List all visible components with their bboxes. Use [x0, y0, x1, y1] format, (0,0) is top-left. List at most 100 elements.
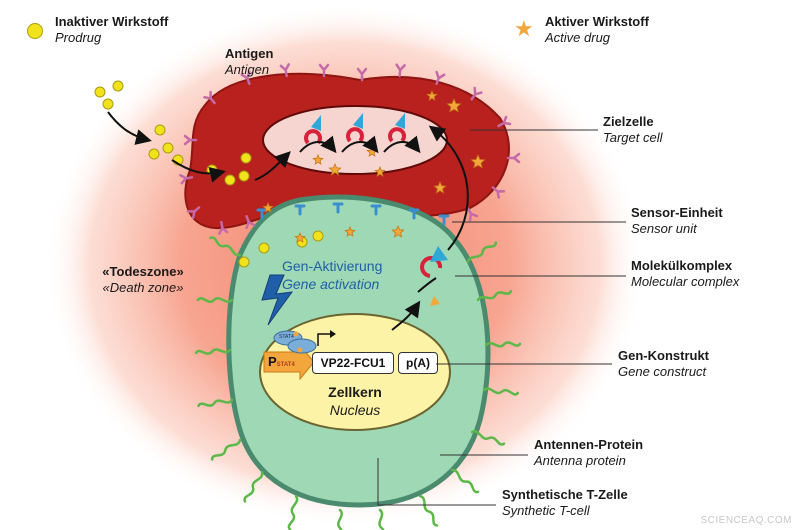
stat4-tag: STAT4 [279, 334, 294, 340]
antigen-receptor [318, 63, 330, 78]
prodrug-dot [224, 174, 236, 186]
label-synthetic-tcell: Synthetische T-Zelle Synthetic T-cell [502, 487, 628, 520]
active-drug-star [391, 224, 405, 238]
active-drug-star [426, 89, 438, 101]
sensor-units [256, 202, 450, 226]
antenna-protein [209, 236, 242, 257]
antigen-receptor [506, 152, 521, 164]
antigen-receptor [245, 214, 256, 230]
active-drug-star [374, 165, 386, 177]
transcription-start-icon [317, 333, 332, 346]
label-antenna-protein-de: Antennen-Protein [534, 437, 644, 452]
antenna-protein [337, 508, 343, 530]
antenna-protein [210, 438, 242, 461]
gene-label: VP22-FCU1 [320, 356, 386, 370]
label-antenna-protein-en: Antenna protein [534, 453, 626, 469]
antenna-protein [287, 494, 299, 530]
antigen-receptor [395, 63, 406, 78]
label-gene-construct-de: Gen-Konstrukt [618, 348, 709, 363]
label-antigen-en: Antigen [225, 62, 270, 78]
antigen-receptor [218, 220, 229, 235]
sensor-unit [438, 214, 450, 226]
molecular-complexes [304, 113, 406, 145]
antenna-protein [243, 470, 264, 503]
active-drug-star [470, 153, 486, 169]
label-gene-construct: Gen-Konstrukt Gene construct [618, 348, 709, 381]
legend-prodrug-icon [27, 23, 43, 39]
antigen-receptor [356, 67, 368, 82]
sensor-unit [370, 204, 382, 216]
active-drug-particles [262, 89, 486, 243]
legend-active-en: Active drug [545, 30, 611, 46]
stat4-text: STAT4 [279, 334, 294, 340]
target-cell-interior [262, 105, 448, 175]
polya-box: p(A) [398, 352, 438, 374]
prodrug-dot [238, 256, 250, 268]
legend-active-icon: ★ [514, 16, 534, 41]
antigen-receptor [203, 90, 216, 105]
label-gene-activation-de: Gen-Aktivierung [282, 258, 383, 274]
expression-arrow [391, 300, 421, 331]
label-gene-construct-en: Gene construct [618, 364, 707, 380]
prodrug-dot [258, 242, 270, 254]
antenna-protein [378, 508, 385, 530]
antenna-protein [194, 348, 232, 355]
antigen-receptor [435, 70, 446, 86]
legend-prodrug-de: Inaktiver Wirkstoff [55, 14, 169, 29]
promoter-subscript: STAT4 [276, 362, 295, 368]
prodrug-inside-arrow [171, 159, 226, 183]
sensor-unit [332, 202, 344, 214]
label-nucleus-de: Zellkern [328, 384, 382, 400]
active-drug-star [312, 153, 324, 165]
label-death-zone-de: «Todeszone» [102, 264, 184, 279]
antigen-receptor [186, 206, 201, 219]
watermark: SCIENCEAQ.COM [700, 515, 792, 526]
gene-activation-lightning-icon [261, 274, 294, 326]
label-antenna-protein: Antennen-Protein Antenna protein [534, 437, 643, 470]
label-molecular-complex-en: Molecular complex [631, 274, 740, 290]
active-drug-star [344, 225, 356, 237]
label-synthetic-tcell-en: Synthetic T-cell [502, 503, 590, 519]
molecular-complex [346, 113, 364, 143]
antigen-receptor [183, 134, 198, 146]
legend-prodrug-en: Prodrug [55, 30, 102, 46]
label-sensor-unit-en: Sensor unit [631, 221, 697, 237]
label-nucleus: Zellkern Nucleus [310, 384, 400, 419]
antenna-proteins [194, 236, 522, 530]
cycle-arrow-3 [383, 135, 421, 154]
label-nucleus-en: Nucleus [329, 401, 381, 418]
antenna-protein [197, 398, 234, 408]
transport-arrow [428, 125, 469, 251]
prodrug-dot [94, 86, 106, 98]
label-molecular-complex-de: Molekülkomplex [631, 258, 733, 273]
sensor-unit [294, 204, 306, 216]
promoter-letter: P [268, 354, 277, 369]
label-antigen-de: Antigen [225, 46, 274, 61]
complex-output-arrow [417, 277, 437, 293]
active-drug-star [294, 231, 306, 243]
antigen-receptor [279, 63, 290, 78]
antigen-receptors [179, 63, 521, 235]
active-drug-star [262, 201, 274, 213]
label-target-cell-de: Zielzelle [603, 114, 654, 129]
antenna-protein [466, 241, 498, 264]
antigen-receptor [470, 86, 483, 101]
antenna-protein [484, 341, 522, 348]
antigen-receptor [179, 174, 194, 185]
antenna-protein [482, 387, 520, 396]
polya-label: p(A) [406, 356, 430, 370]
prodrug-particles [94, 80, 324, 268]
process-arrows [107, 111, 469, 331]
prodrug-dot [240, 152, 252, 164]
prodrug-dot [102, 98, 114, 110]
gene-box: VP22-FCU1 [312, 352, 394, 374]
antenna-protein [196, 297, 234, 303]
cycle-arrow-1 [299, 135, 337, 154]
label-synthetic-tcell-de: Synthetische T-Zelle [502, 487, 628, 502]
label-death-zone: «Todeszone» «Death zone» [88, 264, 198, 297]
molecular-complex [388, 113, 406, 143]
antenna-protein [476, 289, 513, 302]
legend-active-de: Aktiver Wirkstoff [545, 14, 649, 29]
label-molecular-complex: Molekülkomplex Molecular complex [631, 258, 739, 291]
prodrug-dot [238, 170, 250, 182]
